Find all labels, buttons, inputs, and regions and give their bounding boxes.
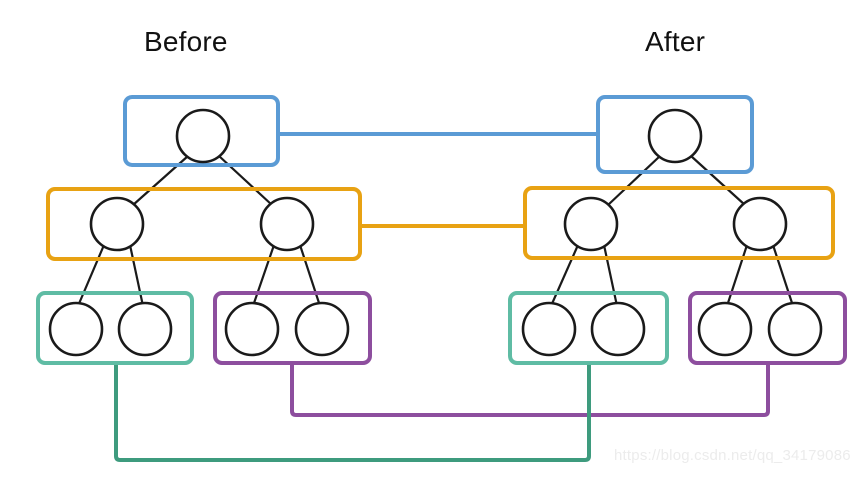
- edge-after-midL-to-leaf1: [549, 244, 580, 307]
- title-after: After: [645, 26, 706, 57]
- node-before-root: [175, 108, 231, 164]
- edge-before-midR-to-leaf3: [251, 244, 276, 307]
- mid-group-after: [523, 186, 835, 260]
- edge-after-root-to-mid-right: [690, 155, 746, 206]
- edge-before-midR-to-leaf4: [298, 244, 322, 307]
- edge-after-midL-to-leaf2: [602, 244, 619, 307]
- edge-before-midL-to-leaf2: [128, 244, 145, 307]
- green-link: [114, 363, 591, 462]
- node-before-leaf-4: [294, 301, 350, 357]
- node-before-leaf-2: [117, 301, 173, 357]
- node-before-leaf-3: [224, 301, 280, 357]
- root-group-before: [123, 95, 280, 167]
- node-after-mid-left: [563, 196, 619, 252]
- purple-link: [290, 363, 770, 417]
- mid-group-before: [46, 187, 362, 261]
- edge-after-midR-to-leaf3: [725, 244, 749, 307]
- root-group-after: [596, 95, 754, 174]
- node-before-leaf-1: [48, 301, 104, 357]
- node-after-root: [647, 108, 703, 164]
- title-before: Before: [144, 26, 228, 57]
- tree-nodes-after: [521, 108, 823, 357]
- node-before-mid-left: [89, 196, 145, 252]
- node-after-leaf-1: [521, 301, 577, 357]
- node-after-leaf-4: [767, 301, 823, 357]
- node-before-mid-right: [259, 196, 315, 252]
- edge-after-midR-to-leaf4: [771, 244, 795, 307]
- tree-nodes-before: [48, 108, 350, 357]
- tree-edges-after: [549, 155, 795, 307]
- leaf-group-left-before: [36, 291, 194, 365]
- edge-after-root-to-mid-left: [607, 155, 661, 206]
- leaf-group-right-after: [688, 291, 847, 365]
- node-after-leaf-3: [697, 301, 753, 357]
- node-after-leaf-2: [590, 301, 646, 357]
- leaf-group-left-after: [508, 291, 669, 365]
- edge-before-midL-to-leaf1: [76, 244, 106, 307]
- watermark-text: https://blog.csdn.net/qq_34179086: [614, 447, 851, 464]
- leaf-group-right-before: [213, 291, 372, 365]
- node-after-mid-right: [732, 196, 788, 252]
